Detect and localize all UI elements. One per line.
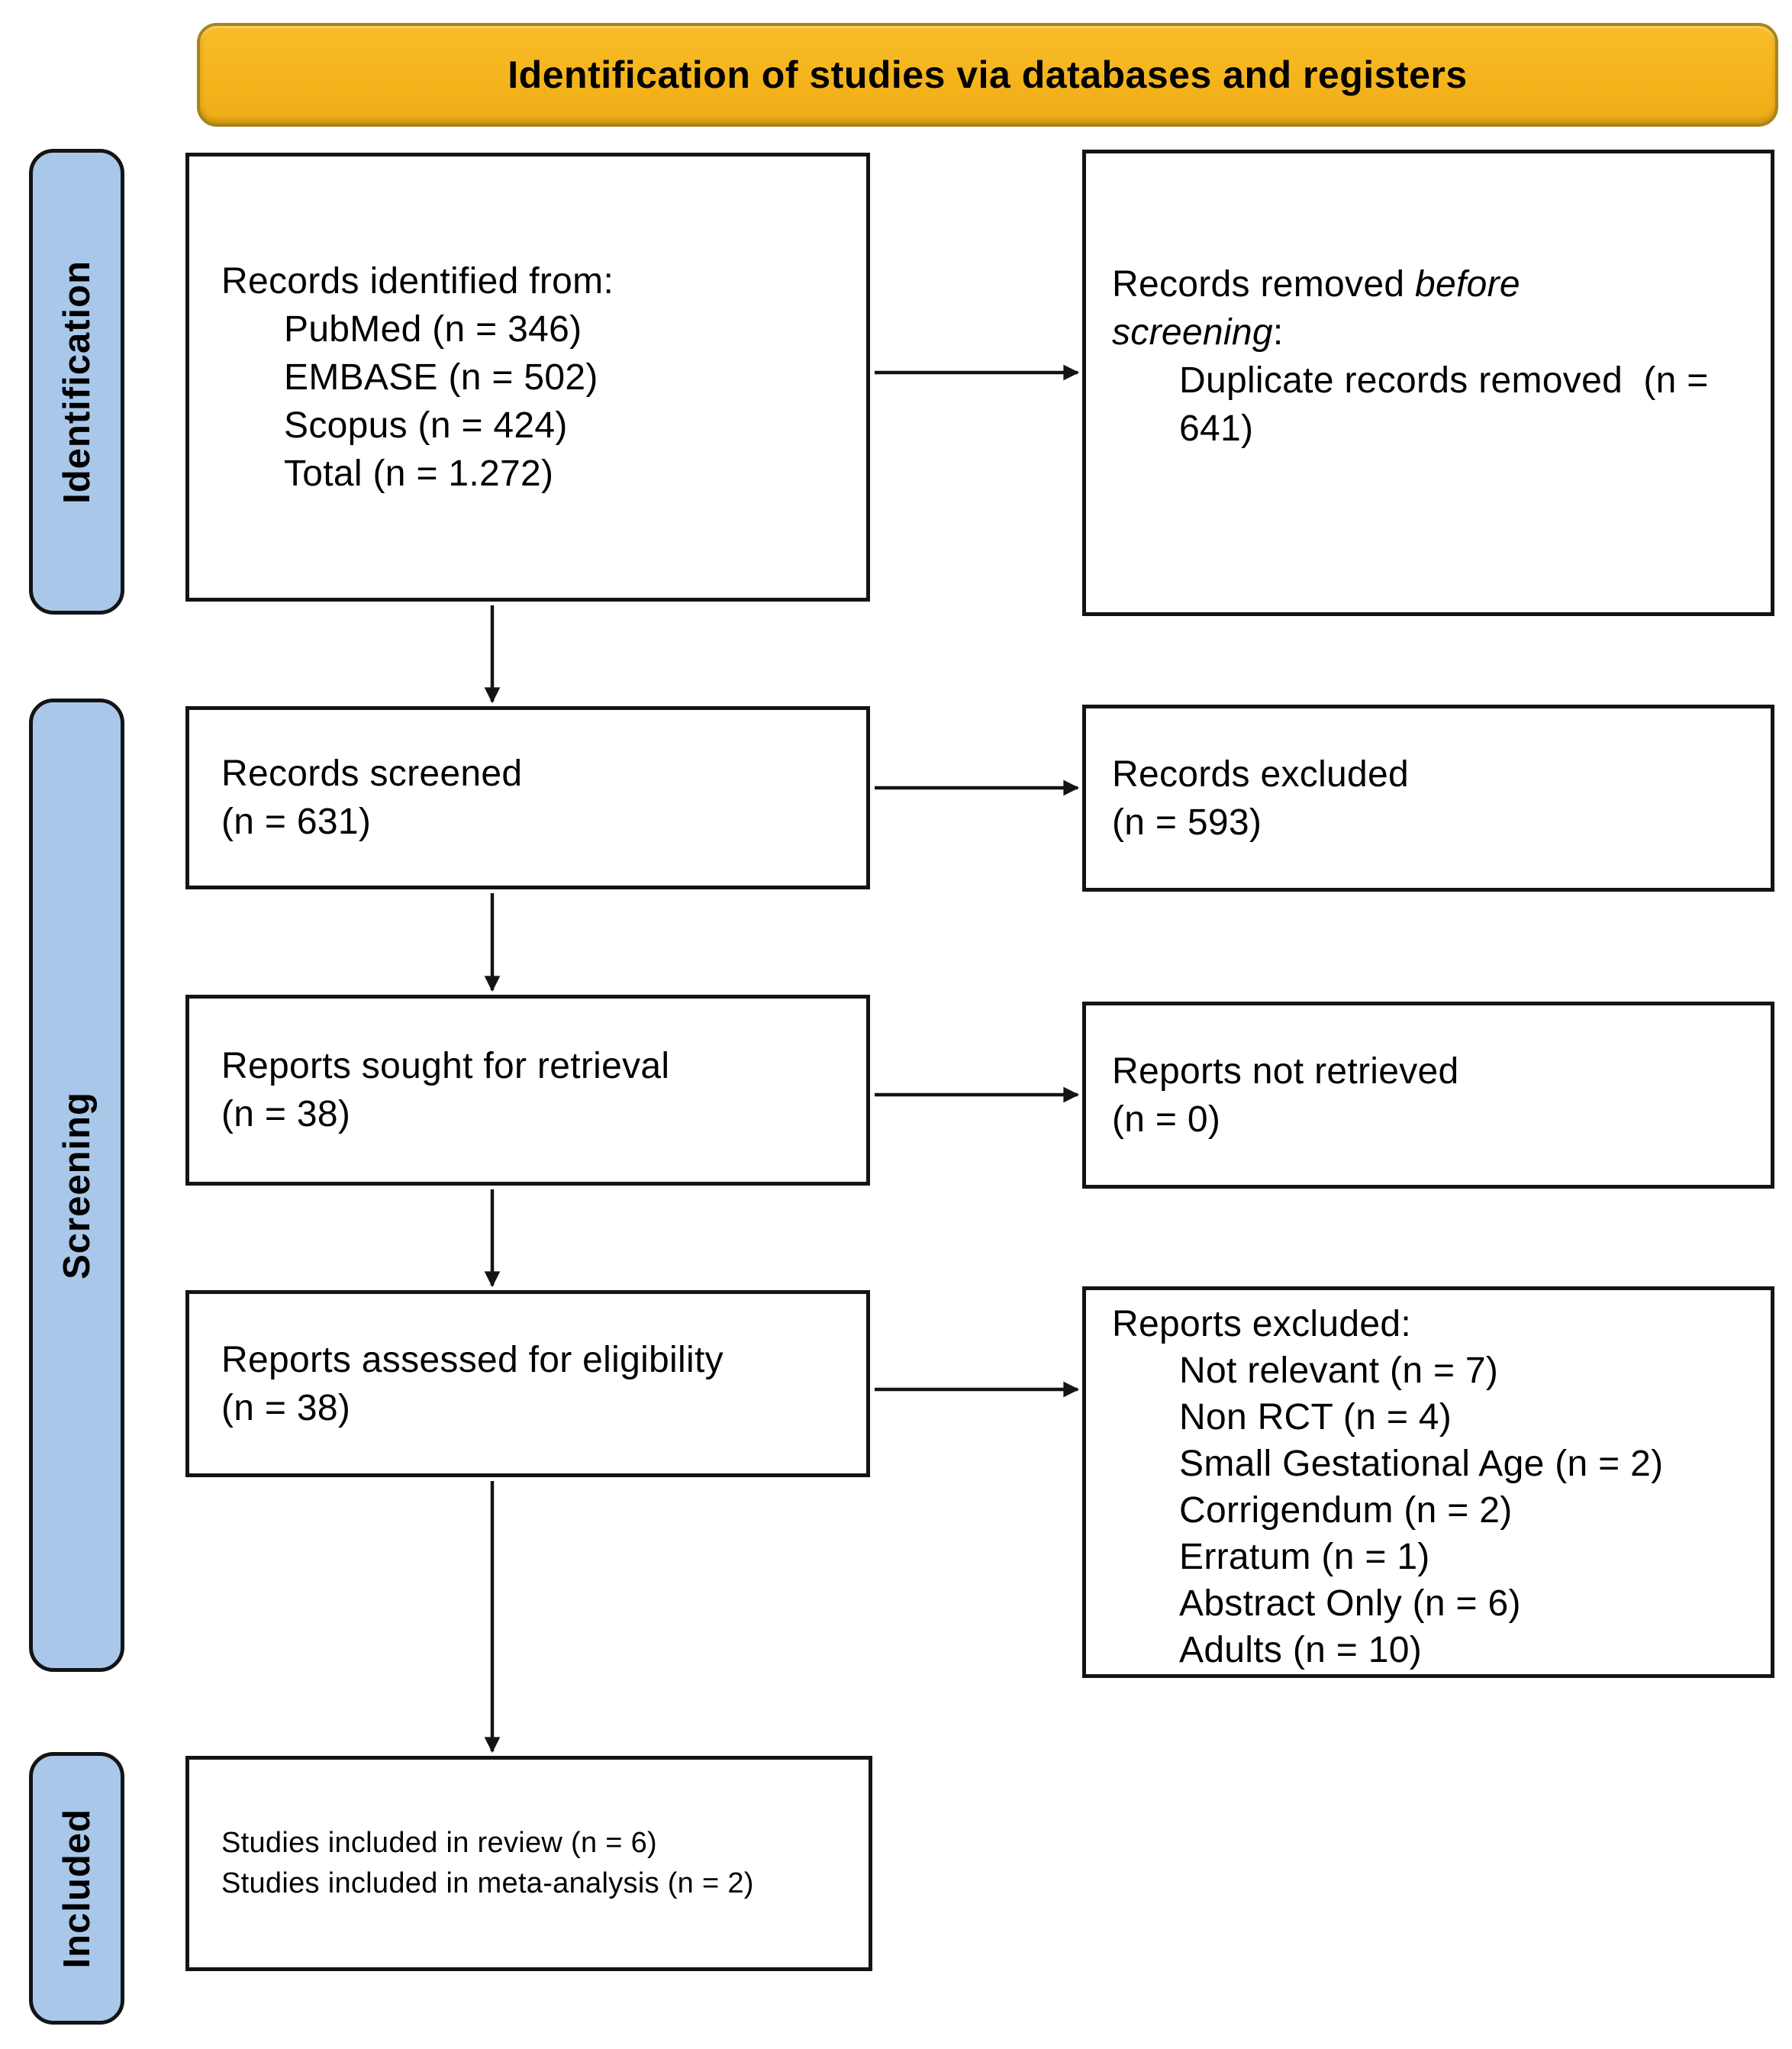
stage-label-screening: Screening bbox=[29, 699, 124, 1672]
reports-excluded-item: Corrigendum (n = 2) bbox=[1179, 1490, 1513, 1531]
box-reports-not-retrieved: Reports not retrieved (n = 0) bbox=[1082, 1002, 1774, 1189]
reports-excluded-item: Non RCT (n = 4) bbox=[1179, 1397, 1452, 1438]
reports-assessed-count: (n = 38) bbox=[221, 1387, 351, 1428]
stage-label-included: Included bbox=[29, 1752, 124, 2025]
reports-assessed-line: Reports assessed for eligibility bbox=[221, 1339, 724, 1380]
records-removed-title-regular: Records removed bbox=[1112, 263, 1415, 305]
stage-identification-text: Identification bbox=[56, 260, 98, 504]
reports-sought-count: (n = 38) bbox=[221, 1094, 351, 1134]
box-records-identified: Records identified from: PubMed (n = 346… bbox=[185, 153, 870, 602]
reports-excluded-item: Small Gestational Age (n = 2) bbox=[1179, 1444, 1664, 1484]
records-identified-item: EMBASE (n = 502) bbox=[284, 357, 598, 398]
records-identified-item: Total (n = 1.272) bbox=[284, 453, 554, 494]
records-removed-title-italic: before screening bbox=[1112, 263, 1520, 353]
reports-excluded-item: Erratum (n = 1) bbox=[1179, 1537, 1430, 1577]
reports-not-retrieved-count: (n = 0) bbox=[1112, 1099, 1221, 1140]
stage-screening-text: Screening bbox=[56, 1091, 98, 1279]
reports-excluded-item: Not relevant (n = 7) bbox=[1179, 1350, 1499, 1391]
banner-identification-via-databases: Identification of studies via databases … bbox=[197, 23, 1778, 127]
stage-included-text: Included bbox=[56, 1808, 98, 1969]
reports-sought-line: Reports sought for retrieval bbox=[221, 1046, 670, 1086]
box-reports-excluded: Reports excluded: Not relevant (n = 7) N… bbox=[1082, 1286, 1774, 1678]
reports-excluded-item: Adults (n = 10) bbox=[1179, 1630, 1422, 1670]
records-identified-item: Scopus (n = 424) bbox=[284, 405, 568, 446]
banner-title: Identification of studies via databases … bbox=[508, 53, 1468, 96]
box-records-removed: Records removed before screening: Duplic… bbox=[1082, 150, 1774, 616]
records-removed-title: Records removed before screening: bbox=[1112, 260, 1631, 357]
box-reports-sought: Reports sought for retrieval (n = 38) bbox=[185, 995, 870, 1186]
records-identified-item: PubMed (n = 346) bbox=[284, 308, 582, 350]
records-screened-count: (n = 631) bbox=[221, 802, 372, 842]
box-studies-included: Studies included in review (n = 6) Studi… bbox=[185, 1756, 872, 1971]
studies-included-review-line: Studies included in review (n = 6) bbox=[221, 1827, 657, 1859]
reports-excluded-item: Abstract Only (n = 6) bbox=[1179, 1583, 1521, 1624]
studies-included-meta-line: Studies included in meta-analysis (n = 2… bbox=[221, 1867, 754, 1899]
records-excluded-line: Records excluded bbox=[1112, 753, 1410, 795]
box-reports-assessed: Reports assessed for eligibility (n = 38… bbox=[185, 1290, 870, 1477]
records-removed-item: Duplicate records removed (n = 641) bbox=[1179, 360, 1719, 449]
records-screened-line: Records screened bbox=[221, 753, 523, 794]
stage-label-identification: Identification bbox=[29, 149, 124, 615]
reports-excluded-title: Reports excluded: bbox=[1112, 1304, 1411, 1344]
box-records-screened: Records screened (n = 631) bbox=[185, 706, 870, 889]
records-identified-title: Records identified from: bbox=[221, 260, 614, 302]
reports-not-retrieved-line: Reports not retrieved bbox=[1112, 1050, 1459, 1092]
box-records-excluded: Records excluded (n = 593) bbox=[1082, 705, 1774, 892]
records-excluded-count: (n = 593) bbox=[1112, 802, 1262, 843]
records-removed-title-suffix: : bbox=[1272, 311, 1284, 353]
